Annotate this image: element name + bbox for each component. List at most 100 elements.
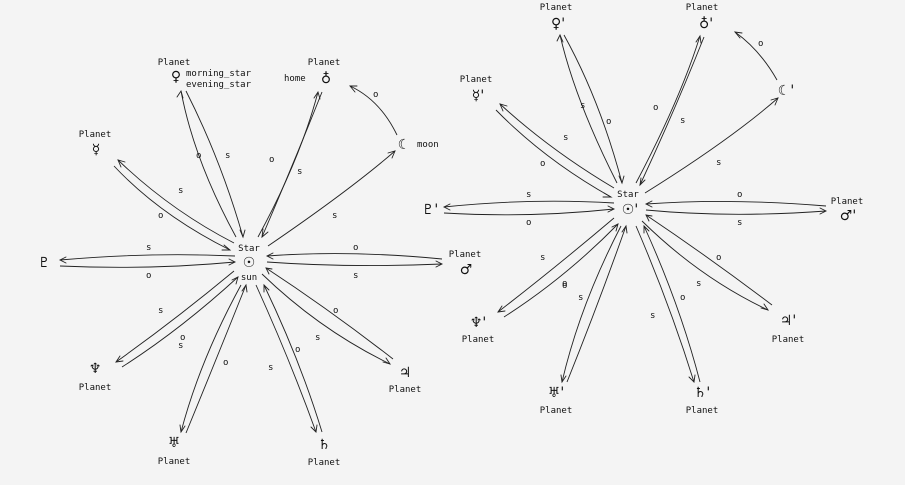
edge-arrow <box>267 150 396 247</box>
edge-arrow <box>113 165 231 251</box>
edge-arrow <box>266 253 443 260</box>
right-label-mars-s: s <box>737 218 742 228</box>
arrowhead <box>231 276 239 285</box>
left-earth-name: home <box>284 74 306 84</box>
edge-arrow <box>185 284 247 434</box>
right-label-mars-o: o <box>737 190 742 200</box>
right-label-pluto-o: o <box>526 218 531 228</box>
left-label-pluto-s: s <box>146 243 151 253</box>
edge-arrow <box>561 225 622 383</box>
arrowhead <box>58 256 67 264</box>
edge-arrow <box>121 276 239 368</box>
left-edge-venus: o s <box>176 89 246 239</box>
right-pluto-symbol: ♇' <box>422 202 438 218</box>
edge-arrow <box>266 261 443 267</box>
edge-arrow <box>643 225 701 383</box>
right-edge-uranus: o s <box>560 224 628 384</box>
left-mercury-symbol: ☿ <box>92 142 101 158</box>
left-label-earth-o: o <box>269 155 274 165</box>
left-edge-jupiter: o s <box>261 267 394 365</box>
left-earth-symbol: ♁ <box>321 71 331 87</box>
right-moon-symbol: ☾' <box>778 83 794 99</box>
left-neptune-type: Planet <box>79 383 112 393</box>
left-label-saturn-o: o <box>295 345 300 355</box>
left-moon-symbol: ☾ <box>398 137 411 153</box>
edge-arrow <box>255 284 317 433</box>
right-label-moon-o: o <box>758 39 763 49</box>
arrowhead <box>241 283 248 293</box>
right-edge-venus: s o <box>556 33 625 185</box>
arrowhead <box>313 90 321 100</box>
right-edges: s o o s s o s o <box>442 31 828 384</box>
edge-arrow <box>499 103 615 189</box>
arrowhead <box>645 214 653 222</box>
right-label-jupiter-o: o <box>716 253 721 263</box>
right-mars-symbol: ♂' <box>840 208 856 224</box>
right-edge-mercury: s o <box>495 103 615 198</box>
left-edge-moon: s o <box>267 85 398 247</box>
right-label-venus-o: o <box>606 117 611 127</box>
left-venus-type: Planet <box>158 58 191 68</box>
arrowhead <box>639 177 646 187</box>
arrowhead <box>770 97 779 106</box>
right-mercury-symbol: ☿' <box>472 88 484 104</box>
edge-arrow <box>349 85 398 136</box>
right-label-mercury-o: o <box>540 159 545 169</box>
left-jupiter-symbol: ♃ <box>399 365 412 381</box>
edge-arrow <box>443 200 615 208</box>
arrowhead <box>387 150 396 159</box>
left-moon-name: moon <box>417 140 439 150</box>
left-edge-uranus: s o <box>178 283 248 434</box>
left-mercury-type: Planet <box>79 130 112 140</box>
left-edge-neptune: s o <box>115 270 239 368</box>
edge-arrow <box>59 261 236 268</box>
right-edge-earth: o s <box>635 34 705 187</box>
edge-arrow <box>635 225 695 383</box>
right-label-saturn-s: s <box>650 311 655 321</box>
left-label-neptune-s: s <box>158 306 163 316</box>
left-venus-symbol: ♀ <box>171 69 181 85</box>
right-venus-type: Planet <box>540 3 573 13</box>
edge-arrow <box>185 90 244 238</box>
left-earth-type: Planet <box>308 58 341 68</box>
left-edge-saturn: s o <box>255 283 323 433</box>
left-label-jupiter-s: s <box>315 333 320 343</box>
left-venus-name-2: evening_star <box>186 80 252 90</box>
left-label-saturn-s: s <box>268 363 273 373</box>
left-label-mars-o: o <box>353 243 358 253</box>
right-jupiter-symbol: ♃' <box>780 313 796 329</box>
arrowhead <box>176 89 184 99</box>
right-label-mercury-s: s <box>563 133 568 143</box>
arrowhead <box>442 203 451 211</box>
arrowhead <box>117 159 126 168</box>
right-saturn-symbol: ♄' <box>694 385 710 401</box>
right-label-moon-s: s <box>716 158 721 168</box>
arrowhead <box>556 33 564 43</box>
edge-arrow <box>645 200 827 207</box>
right-label-earth-s: s <box>680 116 685 126</box>
left-edge-earth: o s <box>257 90 323 239</box>
arrowhead <box>607 205 616 213</box>
right-label-neptune-o: o <box>562 279 567 289</box>
left-label-jupiter-o: o <box>333 306 338 316</box>
left-jupiter-type: Planet <box>389 385 422 395</box>
left-saturn-type: Planet <box>308 458 341 468</box>
left-edge-pluto: s o <box>58 243 237 281</box>
edge-arrow <box>59 254 236 261</box>
left-center-type: Star <box>238 244 260 254</box>
right-edge-saturn: s o <box>635 224 701 383</box>
left-edge-mars: o s <box>265 243 444 281</box>
left-label-moon-o: o <box>373 90 378 100</box>
right-diagram: Star ☉' Planet ♀' Planet ♁' Planet ☿' ☾'… <box>422 3 863 416</box>
arrowhead <box>263 283 270 293</box>
edge-arrow <box>263 284 323 433</box>
arrowhead <box>265 267 273 275</box>
left-saturn-symbol: ♄ <box>318 437 331 453</box>
left-pluto-symbol: ♇ <box>38 255 51 271</box>
arrowhead <box>618 175 625 185</box>
left-edges: o s o s s o s o <box>58 85 444 434</box>
left-uranus-type: Planet <box>158 457 191 467</box>
arrowhead <box>382 357 392 365</box>
right-label-saturn-o: o <box>680 293 685 303</box>
